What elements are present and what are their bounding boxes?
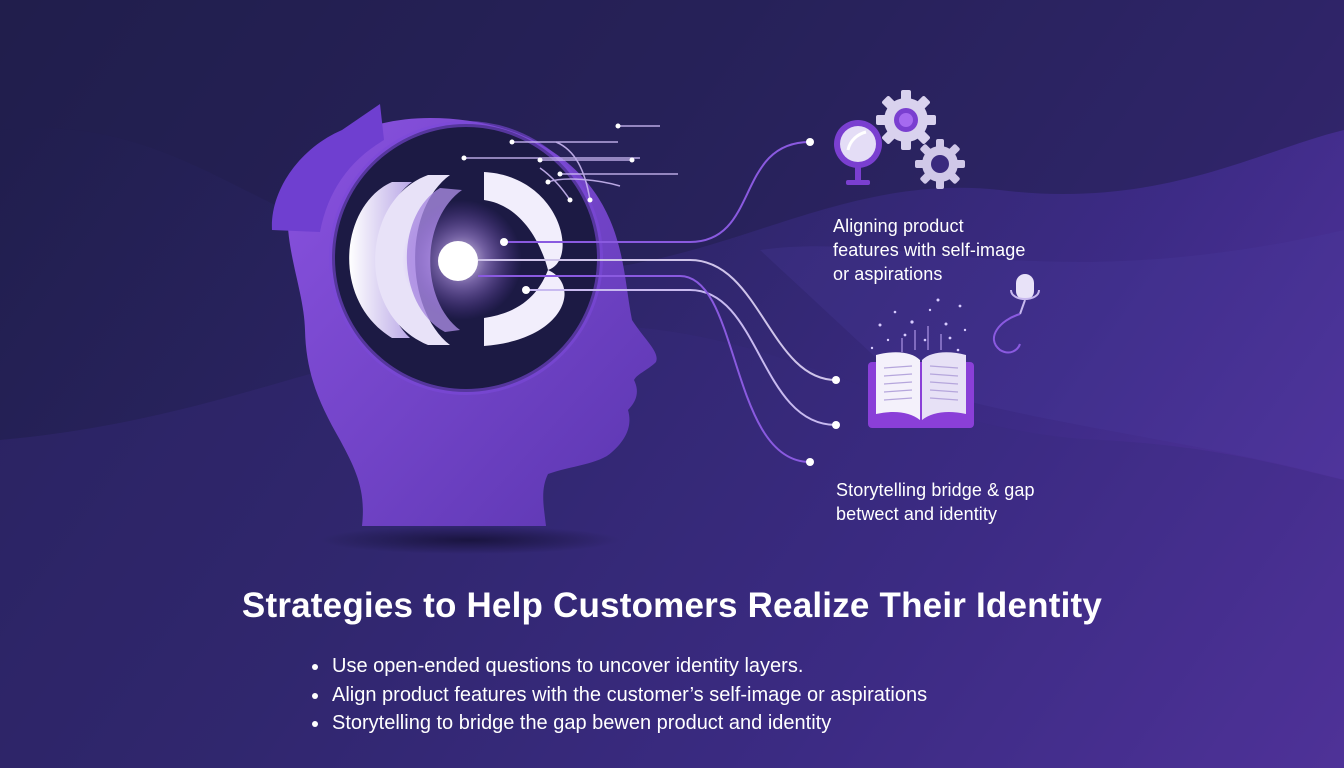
- list-item: Storytelling to bridge the gap bewen pro…: [310, 709, 927, 738]
- list-item: Use open-ended questions to uncover iden…: [310, 652, 927, 681]
- connector-lines: [478, 141, 837, 463]
- caption-line: Aligning product: [833, 216, 964, 236]
- head-shadow: [320, 526, 620, 554]
- caption-line: betwect and identity: [836, 504, 998, 524]
- sparkle-rays: [901, 326, 942, 352]
- circuit-lines: [464, 125, 678, 201]
- book-icon: [868, 352, 974, 428]
- page-title: Strategies to Help Customers Realize The…: [241, 586, 1103, 625]
- gear-icon: [876, 90, 936, 150]
- caption-line: or aspirations: [833, 264, 943, 284]
- strategy-list: Use open-ended questions to uncover iden…: [310, 652, 927, 738]
- identity-alignment-caption: Aligning product features with self-imag…: [833, 214, 1025, 286]
- microphone-icon: [992, 274, 1040, 354]
- connector-endpoints: [500, 138, 840, 466]
- head-profile-icon: [271, 104, 657, 526]
- mirror-icon: [834, 120, 882, 185]
- caption-line: Storytelling bridge & gap: [836, 480, 1035, 500]
- list-item: Align product features with the customer…: [310, 681, 927, 710]
- sparkles: [870, 298, 967, 352]
- gear-icon: [915, 139, 965, 189]
- caption-line: features with self-image: [833, 240, 1026, 260]
- storytelling-caption: Storytelling bridge & gap betwect and id…: [836, 478, 1035, 526]
- circuit-nodes: [461, 123, 635, 203]
